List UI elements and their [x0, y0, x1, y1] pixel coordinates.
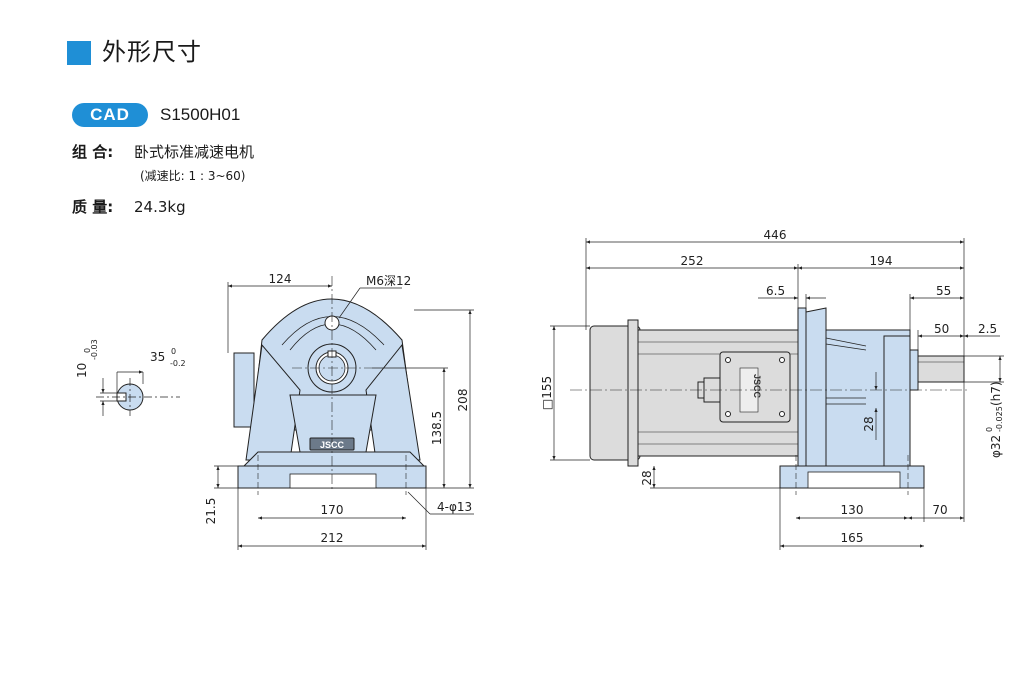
dim-shaft-dia-tol-upper: 0: [985, 427, 994, 432]
dim-base-thickness: 21.5: [204, 498, 218, 525]
dim-foot-to-shaft: 70: [932, 503, 947, 517]
dim-shaft-end: 2.5: [978, 322, 997, 336]
shaft-length-tol-lower: -0.2: [170, 359, 186, 368]
dim-hole-spacing: 170: [321, 503, 344, 517]
dim-overall-height: 208: [456, 389, 470, 412]
shaft-key-tol-lower: -0.03: [90, 339, 99, 360]
brand-logo: JSCC: [320, 440, 345, 450]
shaft-length-tol-upper: 0: [171, 347, 176, 356]
hole-callout: 4-φ13: [437, 500, 472, 514]
combination-label: 组 合:: [72, 143, 114, 161]
dim-base-width: 212: [321, 531, 344, 545]
shaft-key-tol-upper: 0: [83, 348, 92, 353]
page-title: 外形尺寸: [102, 38, 202, 66]
shaft-key-length: 35: [150, 350, 165, 364]
combination-value: 卧式标准减速电机: [134, 143, 255, 161]
terminal-box-logo: JSCC: [752, 374, 762, 399]
dim-shaft-length: 50: [934, 322, 949, 336]
side-view: [550, 238, 1004, 550]
shaft-section-view: [96, 370, 180, 416]
model-number: S1500H01: [160, 105, 241, 124]
dim-foot-height: 28: [640, 470, 654, 485]
title-accent-square: [67, 41, 91, 65]
thread-label: M6深12: [366, 274, 411, 288]
dim-shaft-dia-tol-lower: -0.025: [995, 406, 1004, 432]
dim-shaft-diameter-group: φ32 0 -0.025 (h7): [985, 381, 1004, 458]
mass-value: 24.3kg: [134, 198, 186, 216]
dim-shaft-diameter: φ32: [989, 435, 1003, 458]
dim-foot-hole-spacing: 130: [841, 503, 864, 517]
dim-motor-square: □155: [540, 376, 554, 410]
dim-gearbox-length: 194: [870, 254, 893, 268]
ratio-note: (减速比: 1 : 3~60): [140, 169, 246, 183]
dim-top-width: 124: [269, 272, 292, 286]
front-view: [214, 276, 474, 550]
dim-base-length: 165: [841, 531, 864, 545]
dim-motor-length: 252: [681, 254, 704, 268]
dim-shaft-fit: (h7): [989, 381, 1003, 406]
dim-flange-offset: 6.5: [766, 284, 785, 298]
dim-overall-length: 446: [764, 228, 787, 242]
dim-center-height: 138.5: [430, 411, 444, 445]
mass-label: 质 量:: [72, 198, 114, 216]
dim-shaft-reach: 55: [936, 284, 951, 298]
shaft-key-width: 10: [75, 363, 89, 378]
dim-inner-height: 28: [862, 416, 876, 431]
cad-button[interactable]: CAD: [72, 103, 148, 127]
